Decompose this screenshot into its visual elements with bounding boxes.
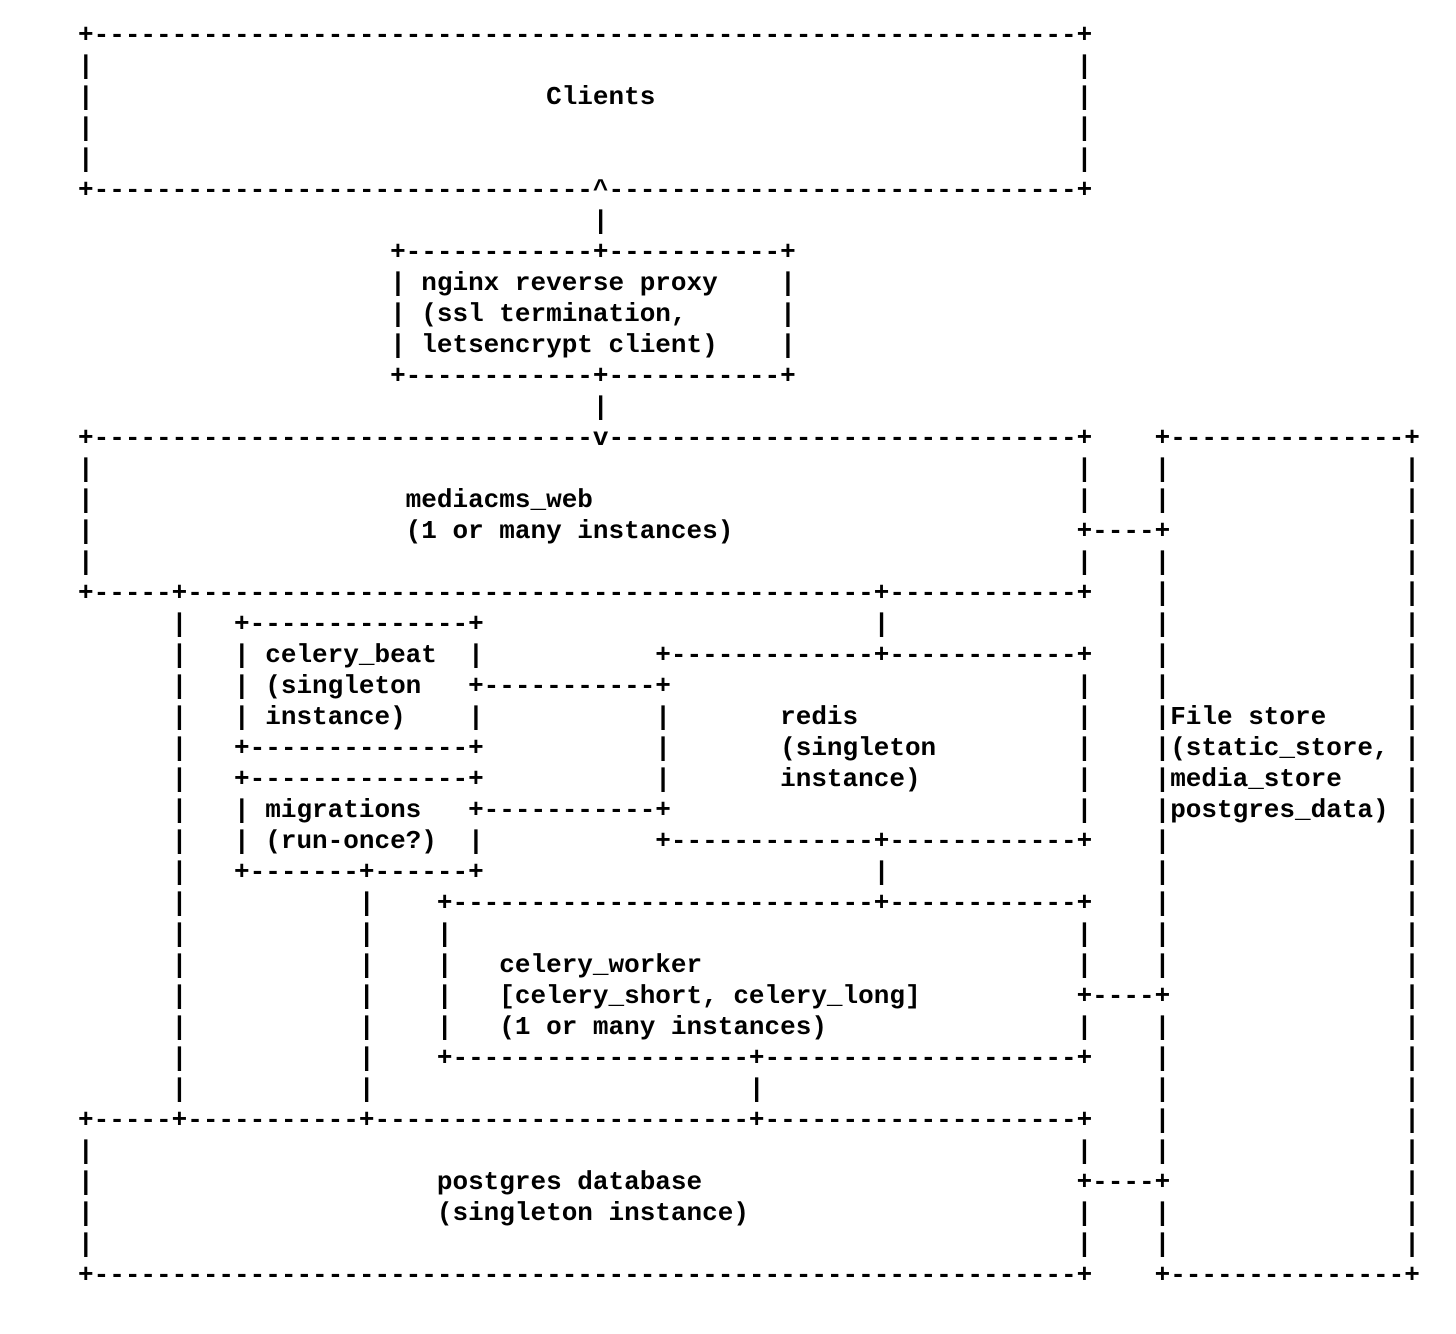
ascii-architecture-text: +---------------------------------------… [78, 20, 1420, 1290]
